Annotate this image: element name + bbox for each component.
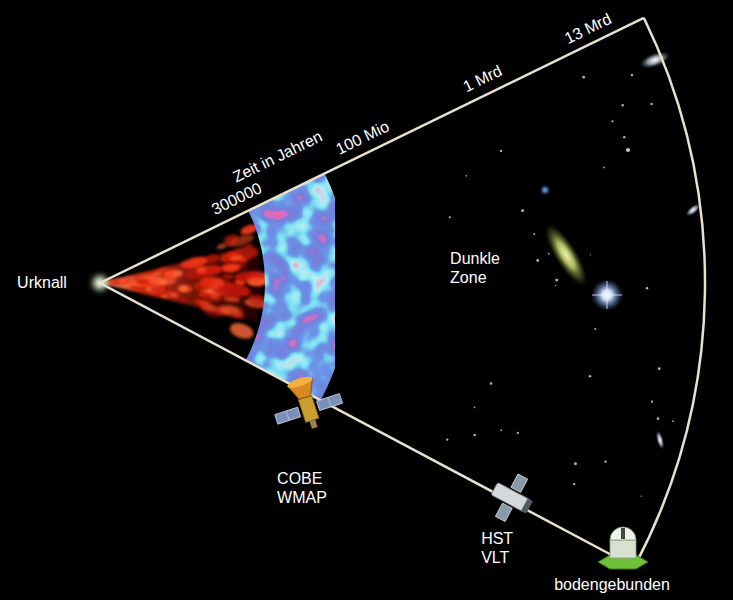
galaxy: [538, 219, 595, 292]
big-bang-flame: [100, 222, 270, 341]
cone-arc: [634, 18, 705, 567]
star-dot: [672, 420, 674, 422]
star-dot: [631, 74, 633, 76]
observatory-building: [610, 540, 636, 558]
time-tick: 13 Mrd: [561, 9, 614, 48]
star-dot: [594, 328, 596, 330]
satellite-base: [309, 419, 317, 428]
star-dot: [517, 432, 519, 434]
distant-stars: [446, 74, 674, 497]
galaxy: [654, 429, 666, 450]
star-dot: [555, 285, 556, 286]
star-dot: [548, 253, 550, 255]
star-dot: [500, 150, 502, 152]
region-label: Dunkle Zone: [450, 249, 500, 287]
flame-blob: [152, 281, 160, 284]
star-dot: [521, 209, 524, 212]
flame-blob: [230, 254, 244, 262]
star-dot: [650, 103, 652, 105]
hubble-telescope: [483, 467, 541, 528]
time-tick: 100 Mio: [333, 116, 393, 158]
flame-blob: [150, 285, 166, 294]
flame-blob: [145, 285, 165, 294]
star-dot: [622, 104, 624, 106]
dish-rim: [286, 374, 313, 390]
star-dot: [466, 175, 468, 177]
star-dot: [646, 287, 648, 289]
star-dot: [651, 401, 653, 403]
star-dot: [604, 460, 606, 462]
flame-blob: [244, 243, 253, 249]
galaxy: [638, 48, 673, 72]
star-dot: [473, 434, 476, 437]
flame-blob: [131, 285, 135, 288]
star-dot: [490, 382, 493, 385]
flame-blob: [222, 275, 234, 280]
galaxies: [538, 48, 703, 451]
flame-blob: [228, 244, 259, 263]
star-spikes: [592, 281, 622, 309]
instrument-label: HST VLT: [481, 529, 513, 567]
flame-blob: [159, 279, 176, 285]
star-dot: [589, 375, 592, 378]
flame-blob: [114, 278, 129, 284]
flame-blob: [218, 303, 240, 315]
flame-blob: [169, 293, 178, 297]
star-dot: [574, 462, 577, 465]
flame-blob: [201, 279, 213, 287]
flame-blob: [247, 277, 265, 286]
flame-blob: [177, 285, 188, 292]
instrument-label: bodengebunden: [554, 575, 670, 594]
cobe-satellite: [266, 368, 347, 438]
observatory-dome: [610, 527, 636, 540]
flame-blob: [222, 233, 239, 247]
bright-star: [591, 279, 623, 311]
star-dot: [573, 483, 575, 485]
flame-blob: [221, 263, 240, 273]
telescope-aperture: [521, 498, 533, 513]
star-dot: [500, 429, 502, 431]
flame-blob: [195, 266, 206, 274]
star-dot: [623, 136, 625, 138]
flame-blob: [228, 320, 255, 341]
star-dot: [657, 417, 660, 420]
dome-slit: [621, 528, 625, 539]
star-dot: [449, 216, 451, 218]
flame-blob: [179, 297, 188, 302]
flame-blob: [210, 294, 222, 301]
star-dot: [536, 259, 539, 262]
axis-title: Zeit in Jahren: [230, 127, 326, 187]
star-dot: [533, 233, 535, 235]
star-dot: [590, 254, 591, 255]
star-dot: [658, 367, 661, 370]
flame-blob: [166, 290, 180, 299]
flame-blob: [118, 279, 127, 283]
ground-telescope: [598, 527, 648, 569]
flame-blob: [136, 278, 149, 284]
solar-panel: [495, 503, 512, 521]
star-dot: [474, 406, 476, 408]
flame-blob: [199, 299, 212, 306]
star-dot: [603, 167, 605, 169]
flame-blob: [151, 271, 163, 277]
star-dot: [640, 496, 641, 497]
star-dot: [555, 279, 558, 282]
star-dot: [446, 438, 448, 440]
galaxy: [542, 187, 548, 193]
solar-panel: [511, 474, 528, 492]
star-dot: [611, 120, 613, 122]
flame-blob: [162, 271, 174, 280]
flame-wedge: [100, 244, 262, 322]
time-cone: [100, 18, 705, 567]
origin-label: Urknall: [17, 273, 67, 292]
cone-edges: [100, 18, 644, 560]
galaxy: [626, 148, 630, 152]
instrument-label: COBE WMAP: [277, 469, 327, 507]
star-dot: [582, 76, 585, 79]
satellite-body: [298, 395, 319, 422]
time-tick: 1 Mrd: [460, 61, 505, 96]
